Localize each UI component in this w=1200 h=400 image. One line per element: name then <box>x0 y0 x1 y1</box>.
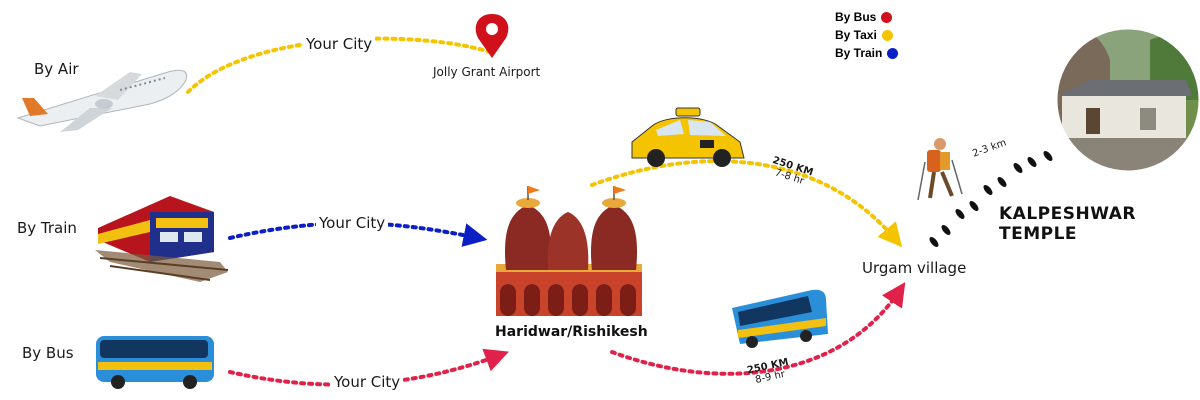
legend-label: By Train <box>835 46 883 60</box>
legend-item-taxi: By Taxi <box>835 26 898 44</box>
legend-swatch <box>881 11 893 23</box>
legend-label: By Taxi <box>835 28 877 42</box>
route-label-train: Your City <box>316 214 389 232</box>
mode-label-air: By Air <box>34 60 79 78</box>
footprints-icon <box>929 151 1053 247</box>
hiker-icon <box>917 138 963 201</box>
airport-label: Jolly Grant Airport <box>433 65 541 79</box>
bus-icon <box>96 336 214 389</box>
temple-photo <box>1054 26 1200 174</box>
hub-label: Haridwar/Rishikesh <box>495 324 648 340</box>
taxi-route <box>590 159 903 248</box>
location-pin-icon <box>475 14 509 58</box>
taxi-icon <box>631 107 745 167</box>
legend-item-bus: By Bus <box>835 8 898 26</box>
mode-label-train: By Train <box>17 219 77 237</box>
train-route <box>228 221 488 247</box>
legend-swatch <box>881 29 893 41</box>
temple-name: KALPESHWAR TEMPLE <box>999 204 1136 244</box>
village-label: Urgam village <box>862 259 967 277</box>
legend: By Bus By Taxi By Train <box>835 8 899 62</box>
airplane-icon <box>16 69 188 132</box>
legend-item-train: By Train <box>835 44 899 62</box>
bus-icon-2 <box>732 289 828 348</box>
legend-swatch <box>887 47 899 59</box>
mode-label-bus: By Bus <box>22 344 74 362</box>
route-label-air: Your City <box>303 35 376 53</box>
train-icon <box>95 196 229 282</box>
route-label-bus: Your City <box>331 373 404 391</box>
bus-route-2 <box>610 282 906 376</box>
temple-icon <box>496 186 642 316</box>
legend-label: By Bus <box>835 10 877 24</box>
